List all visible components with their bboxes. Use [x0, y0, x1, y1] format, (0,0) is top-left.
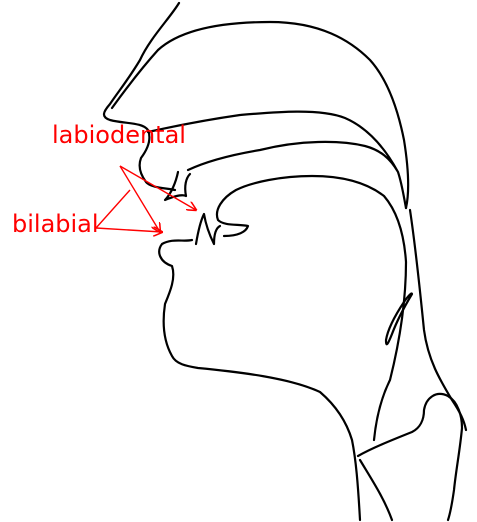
upper-teeth-outline	[165, 172, 190, 200]
bilabial-label: bilabial	[12, 210, 99, 238]
labiodental-to-bilabial-line	[120, 166, 160, 232]
larynx-outline	[358, 394, 462, 520]
head-profile-outline	[104, 3, 179, 190]
tongue-outline	[217, 176, 406, 440]
bilabial-pointer-upper-line	[96, 190, 130, 228]
hard-palate-outline	[148, 112, 406, 208]
epiglottis-outline	[410, 210, 466, 430]
chin-neck-outline	[159, 240, 360, 520]
nasal-cavity-outline	[112, 22, 408, 208]
airway-line	[360, 460, 392, 520]
labiodental-label: labiodental	[52, 121, 186, 149]
bilabial-pointer-lower-line	[96, 228, 162, 232]
